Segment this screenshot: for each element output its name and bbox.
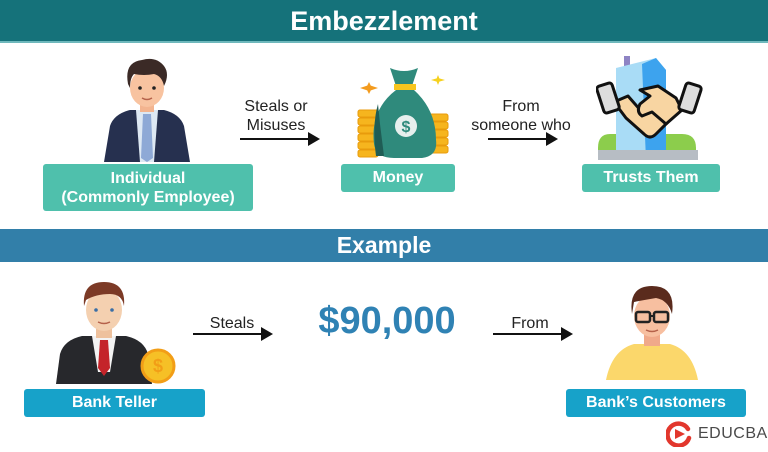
example-banner: Example	[0, 229, 768, 262]
banks-customers-label: Bank’s Customers	[566, 389, 746, 417]
svg-text:$: $	[153, 356, 163, 376]
trusts-them-label: Trusts Them	[582, 164, 720, 192]
money-bag-icon: $	[357, 68, 449, 158]
individual-label: Individual (Commonly Employee)	[43, 164, 253, 211]
brand-name: EDUCBA	[698, 425, 768, 442]
handshake-building-icon	[596, 56, 703, 160]
educba-logo: EDUCBA	[666, 421, 768, 447]
arrow-right-icon	[488, 132, 558, 146]
title-banner: Embezzlement	[0, 0, 768, 43]
customer-icon	[606, 286, 698, 380]
educba-logo-icon	[666, 421, 692, 447]
arrow-right-icon	[240, 132, 320, 146]
businessman-icon	[104, 58, 190, 162]
steals-text: Steals	[209, 315, 255, 332]
from-text: From	[511, 315, 549, 332]
arrow-right-icon	[493, 327, 573, 341]
from-someone-who-text: From someone who	[471, 98, 571, 134]
amount-value: $90,000	[318, 300, 456, 342]
steals-or-misuses-text: Steals or Misuses	[244, 98, 308, 134]
bank-teller-label: Bank Teller	[24, 389, 205, 417]
page-title: Embezzlement	[290, 6, 478, 36]
arrow-right-icon	[193, 327, 273, 341]
example-title: Example	[336, 232, 432, 258]
money-label: Money	[341, 164, 455, 192]
bank-teller-icon: $	[56, 282, 176, 384]
svg-text:$: $	[402, 119, 411, 136]
